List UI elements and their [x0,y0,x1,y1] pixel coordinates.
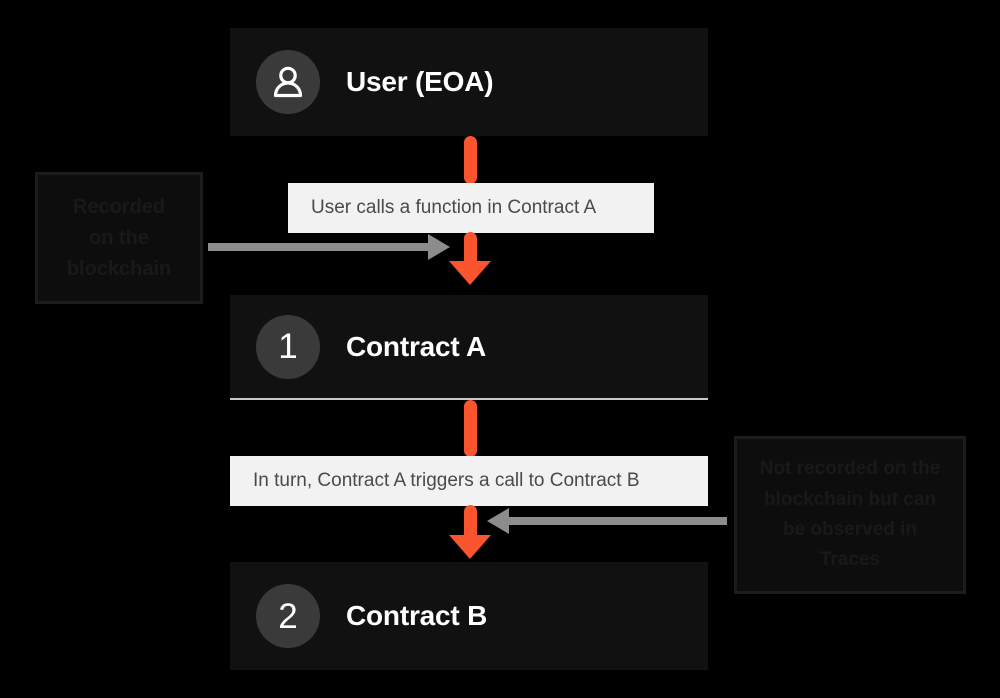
annotation-left-line-3: blockchain [66,257,172,280]
annotation-left-line-2: on the [89,226,149,249]
annotation-right-line-4: Traces [819,549,881,571]
annotation-right-line-2: blockchain but can [763,488,937,510]
annotation-right-line-1: Not recorded on the [759,458,941,480]
node-contract-b[interactable]: 2 Contract B [230,562,708,670]
annotation-left: Recorded on the blockchain [35,172,203,304]
node-user-label: User (EOA) [346,66,494,97]
flow-arrow-1-lower [464,232,477,270]
annotation-right-line-3: be observed in [782,519,918,540]
flow-arrow-1-upper [464,136,477,184]
annotation-arrow-right-shaft [505,517,727,525]
flow-arrow-2-lower [464,505,477,543]
node-user[interactable]: User (EOA) [230,28,708,136]
annotation-right: Not recorded on the blockchain but can b… [734,436,966,594]
person-icon [256,50,320,114]
annotation-arrow-left-head-icon [428,234,450,260]
edge-label-1: User calls a function in Contract A [288,183,654,233]
edge-label-2: In turn, Contract A triggers a call to C… [230,456,708,506]
node-contract-b-label: Contract B [346,600,488,631]
annotation-arrow-left-shaft [208,243,430,251]
annotation-arrow-right-head-icon [487,508,509,534]
node-contract-a-label: Contract A [346,330,487,362]
annotation-left-line-1: Recorded [72,195,166,218]
flow-arrowhead-1 [449,261,491,285]
node-contract-a[interactable]: 1 Contract A [230,295,708,400]
flow-arrowhead-2 [449,535,491,559]
step-badge-2: 2 [256,584,320,648]
flow-arrow-2-upper [464,400,477,457]
step-badge-1: 1 [256,314,320,379]
